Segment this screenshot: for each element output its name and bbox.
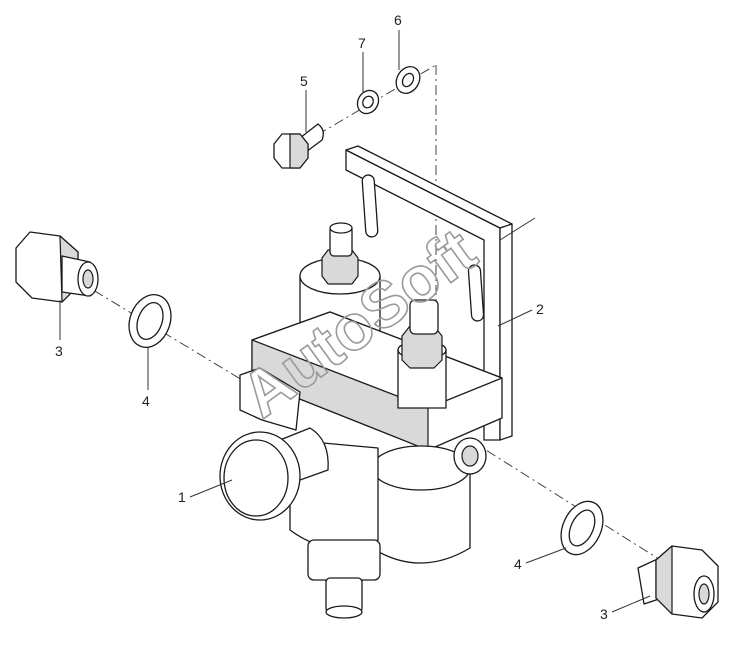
callout-4-right: 4: [514, 556, 522, 572]
left-union-fitting: [15, 231, 99, 303]
mounting-bolt: [273, 123, 324, 169]
leader-1: [189, 479, 233, 498]
flat-washer: [395, 66, 421, 94]
flat-washer-inner: [401, 72, 415, 88]
mounting-bracket: [345, 145, 536, 441]
right-sealing-washer: [560, 500, 604, 556]
right-union-fitting: [637, 545, 719, 619]
callout-5: 5: [300, 73, 308, 89]
callout-1: 1: [178, 489, 186, 505]
bracket-side-edge: [499, 223, 513, 441]
left-washer-inner: [136, 302, 164, 340]
right-fitting-bore-inner: [698, 583, 710, 605]
leader-3-right: [611, 595, 651, 613]
bracket-slot-upper: [361, 174, 379, 238]
callout-3-left: 3: [55, 343, 63, 359]
right-side-port-inner: [461, 445, 479, 467]
upper-cap-top: [329, 222, 353, 234]
left-side-port: [239, 367, 301, 431]
callout-labels: 1 2 3 3 4 4 5 6 7: [55, 12, 608, 622]
bracket-slot-lower: [467, 264, 485, 322]
callout-7: 7: [358, 35, 366, 51]
leader-lines: [59, 30, 651, 613]
knob-cap-face: [223, 439, 289, 517]
callout-2: 2: [536, 301, 544, 317]
right-fitting-hex-side: [655, 545, 673, 615]
leader-2: [497, 309, 533, 327]
lock-washer-inner: [362, 95, 374, 109]
callout-3-right: 3: [600, 606, 608, 622]
left-sealing-washer: [128, 294, 172, 348]
valve-body: [219, 222, 503, 619]
lock-washer: [356, 89, 380, 115]
bottom-stem-end: [325, 605, 363, 619]
knob-shaft: [279, 427, 329, 481]
bottom-stem: [307, 539, 381, 581]
left-fitting-bore-inner: [82, 269, 94, 289]
bolt-head-side: [289, 133, 309, 169]
leader-4-right: [525, 547, 567, 564]
callout-6: 6: [394, 12, 402, 28]
bracket-extension: [499, 217, 536, 241]
right-washer-inner: [568, 509, 596, 547]
right-fitting-cap: [409, 299, 439, 335]
callout-4-left: 4: [142, 393, 150, 409]
